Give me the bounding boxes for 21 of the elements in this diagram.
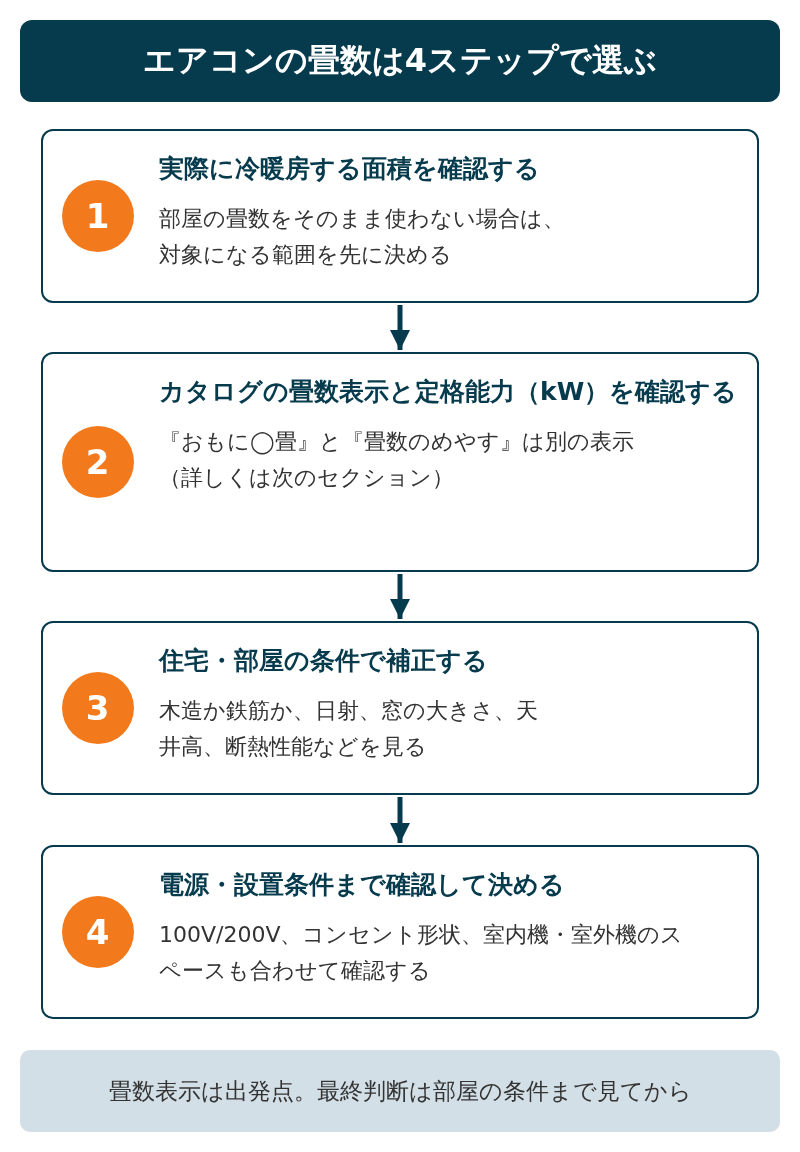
step-number-circle: 4 (61, 895, 134, 968)
step-description: 100V/200V、コンセント形状、室内機・室外機のスペースも合わせて確認する (159, 921, 685, 985)
note-banner: 畳数表示は出発点。最終判断は部屋の条件まで見てから (20, 1050, 780, 1132)
arrow (390, 797, 410, 843)
arrow (390, 574, 410, 619)
step-description: 部屋の畳数をそのまま使わない場合は、対象になる範囲を先に決める (159, 205, 566, 269)
step-card (41, 621, 759, 795)
step-description: 木造か鉄筋か、日射、窓の大きさ、天井高、断熱性能などを見る (159, 697, 539, 761)
step-number-circle: 3 (61, 671, 134, 744)
step-number-circle: 1 (61, 179, 134, 252)
step-heading: 住宅・部屋の条件で補正する (159, 645, 489, 677)
step-number-circle: 2 (61, 425, 134, 498)
step-heading: 電源・設置条件まで確認して決める (159, 869, 566, 901)
title-banner: エアコンの畳数は4ステップで選ぶ (20, 20, 780, 102)
arrow (390, 305, 410, 350)
step-heading: 実際に冷暖房する面積を確認する (159, 153, 541, 185)
step-card (41, 845, 759, 1019)
step-card (41, 352, 759, 572)
step-description: 『おもに◯畳』と『畳数のめやす』は別の表示（詳しくは次のセクション） (159, 428, 635, 492)
step-card (41, 129, 759, 303)
step-heading: カタログの畳数表示と定格能力（kW）を確認する (159, 376, 739, 408)
